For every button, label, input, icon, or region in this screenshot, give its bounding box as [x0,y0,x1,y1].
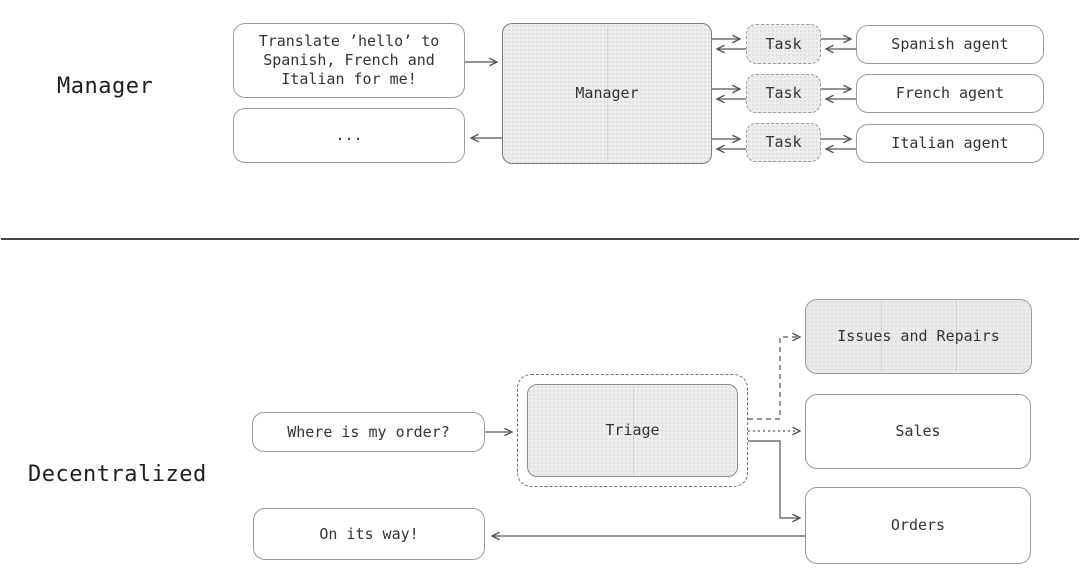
issues-repairs-label: Issues and Repairs [837,327,1000,345]
issues-repairs-box: Issues and Repairs [805,299,1032,374]
texture-seam [880,302,882,371]
triage-hub-box: Triage [527,384,738,477]
user-response-box: ... [233,108,465,163]
manager-hub-box: Manager [502,23,712,164]
triage-hub-label: Triage [605,421,660,439]
arrow-triage-to-issues-dashed [748,332,802,420]
task-box-3: Task [746,123,821,162]
manager-section-label: Manager [57,74,154,99]
triage-outer-box [517,374,748,487]
agent-box-spanish: Spanish agent [856,25,1044,64]
arrow-triage-to-orders [748,440,802,523]
decentralized-section-label: Decentralized [28,462,207,487]
divider-line [1,238,1079,240]
user-request-box: Translate ’hello’ to Spanish, French and… [233,23,465,98]
sales-box: Sales [805,394,1031,469]
texture-seam [607,26,608,161]
orders-box: Orders [805,487,1031,564]
task-box-1: Task [746,24,821,64]
task-box-2: Task [746,74,821,113]
texture-seam [955,302,957,371]
order-request-box: Where is my order? [252,412,485,452]
manager-hub-label: Manager [575,84,639,102]
agent-box-italian: Italian agent [856,124,1044,163]
texture-seam [632,387,634,474]
agent-box-french: French agent [856,74,1044,113]
order-response-box: On its way! [253,508,485,560]
